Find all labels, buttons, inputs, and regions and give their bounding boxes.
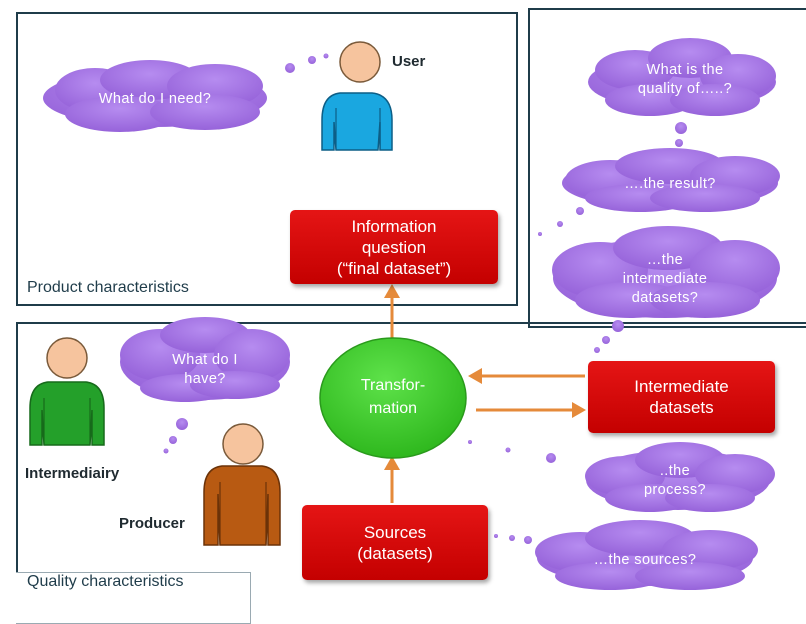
- thought-cloud-process: [468, 440, 775, 512]
- thought-cloud-quality-of: [588, 38, 776, 159]
- producer-figure: [203, 423, 281, 546]
- thought-cloud-what-do-i-have: [120, 317, 290, 454]
- thought-the-sources: …the sources?: [593, 551, 697, 568]
- arrows: [384, 284, 586, 503]
- user-figure: [321, 41, 393, 151]
- thought-process: ..the process?: [643, 463, 707, 498]
- thought-what-do-i-need: What do I need?: [98, 90, 212, 107]
- quality-characteristics-label: Quality characteristics: [27, 573, 184, 590]
- intermediate-datasets-box: Intermediate datasets: [588, 361, 775, 433]
- thought-quality-of: What is the quality of…..?: [637, 62, 733, 97]
- right-panel-frame: [528, 8, 806, 328]
- transformation-circle: [319, 337, 467, 459]
- thought-cloud-the-result: [538, 148, 780, 236]
- intermediary-label: Intermediairy: [25, 465, 120, 482]
- thought-cloud-intermediate: [552, 226, 780, 353]
- thought-cloud-the-sources: [494, 520, 758, 590]
- thought-the-result: ….the result?: [624, 175, 716, 192]
- producer-label: Producer: [119, 515, 185, 532]
- product-characteristics-label: Product characteristics: [27, 279, 189, 296]
- quality-characteristics-frame: [16, 322, 806, 622]
- thought-what-do-i-have: What do I have?: [172, 352, 238, 387]
- intermediary-figure: [29, 337, 105, 446]
- information-question-box: Information question (“final dataset”): [290, 210, 498, 284]
- user-label: User: [392, 53, 426, 70]
- sources-box: Sources (datasets): [302, 505, 488, 580]
- product-characteristics-frame: [16, 12, 518, 306]
- thought-intermediate: …the intermediate datasets?: [622, 251, 708, 306]
- thought-cloud-what-do-i-need: [43, 53, 329, 132]
- transformation-label: Transfor- mation: [360, 377, 426, 417]
